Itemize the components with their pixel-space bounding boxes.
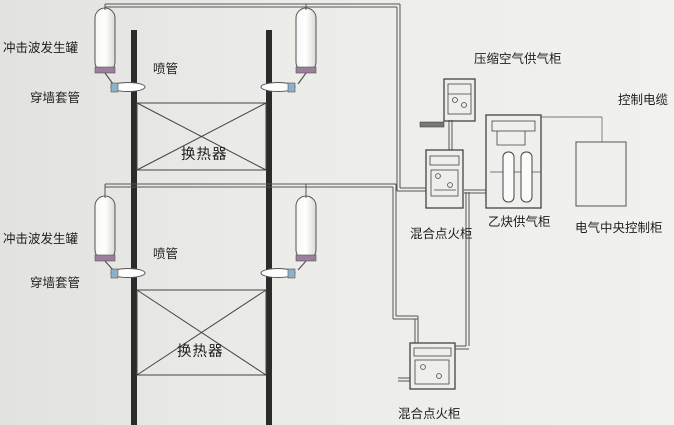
label-nozzle-top: 喷管 (153, 61, 179, 76)
label-central-control-cabinet: 电气中央控制柜 (575, 220, 663, 235)
compressed-air-cabinet (419, 78, 476, 128)
nozzle-lower-right (260, 268, 296, 279)
heat-exchanger-upper (136, 102, 267, 171)
ignition-cabinet-upper (425, 149, 464, 209)
nozzle-upper-right (260, 82, 296, 93)
ignition-cabinet-lower (409, 342, 456, 390)
label-mixed-ignition-cabinet-lower: 混合点火柜 (398, 406, 461, 421)
label-heat-exchanger-top: 换热器 (181, 147, 228, 163)
nozzle-lower-left (110, 268, 146, 279)
label-mixed-ignition-cabinet-upper: 混合点火柜 (410, 226, 473, 241)
label-shockwave-generator-top: 冲击波发生罐 (3, 40, 79, 55)
label-acetylene-supply-cabinet: 乙炔供气柜 (488, 214, 551, 229)
label-wall-sleeve-top: 穿墙套管 (30, 90, 81, 105)
boiler-column-right (266, 30, 272, 425)
shockwave-tank-upper-right (295, 7, 317, 85)
pipe-network (104, 3, 486, 382)
label-compressed-air-cabinet: 压缩空气供气柜 (474, 51, 562, 66)
central-control-cabinet (575, 141, 627, 207)
heat-exchanger-lower (136, 289, 267, 376)
label-control-cable: 控制电缆 (618, 92, 669, 107)
shockwave-tank-upper-left (94, 7, 116, 85)
shockwave-tank-lower-right (295, 195, 317, 271)
label-nozzle-bottom: 喷管 (153, 246, 179, 261)
acetylene-cabinet (485, 114, 542, 209)
label-wall-sleeve-bottom: 穿墙套管 (30, 275, 81, 290)
shockwave-tank-lower-left (94, 195, 116, 271)
boiler-column-left (131, 30, 137, 425)
label-shockwave-generator-bottom: 冲击波发生罐 (3, 231, 79, 246)
nozzle-upper-left (110, 82, 146, 93)
label-heat-exchanger-bottom: 换热器 (177, 344, 224, 360)
